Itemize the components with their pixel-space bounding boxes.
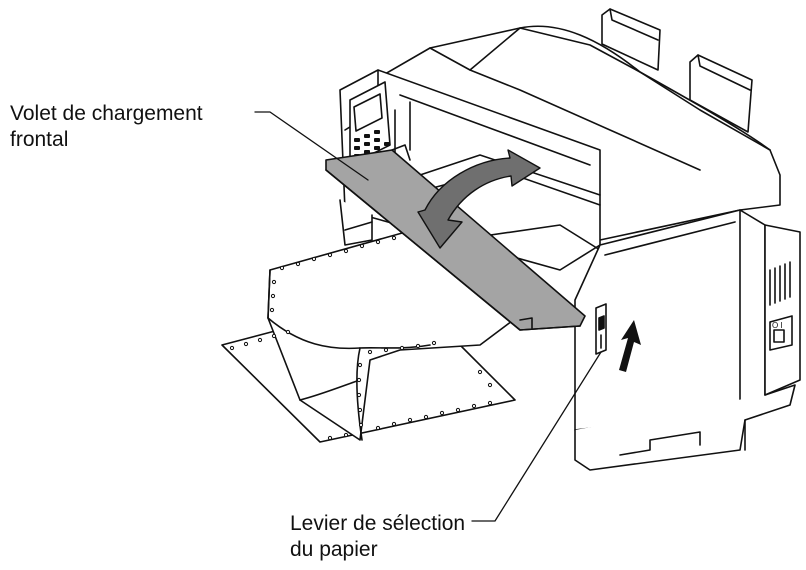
rotate-down-arrow-icon	[417, 149, 541, 249]
continuous-paper	[221, 227, 521, 443]
paper-select-lever-label-line1: Levier de sélection	[290, 512, 466, 535]
power-switch-marks: O I	[772, 321, 783, 330]
paper-tray-right	[689, 54, 753, 133]
up-arrow-icon	[619, 320, 641, 372]
leader-line-lever	[471, 351, 602, 522]
lcd-display	[353, 93, 383, 132]
control-panel	[349, 81, 391, 166]
leader-line-front-door	[254, 111, 369, 181]
front-loading-door-label-line1: Volet de chargement	[10, 102, 203, 125]
vent-grille	[769, 261, 791, 306]
front-loading-door-label: Volet de chargement frontal	[10, 101, 203, 153]
front-loading-door-label-line2: frontal	[10, 128, 69, 151]
paper-select-lever-label: Levier de sélection du papier	[290, 511, 465, 563]
paper-tray-left	[601, 8, 661, 71]
front-loading-door	[325, 144, 586, 331]
paper-select-lever	[595, 303, 607, 355]
paper-select-lever-label-line2: du papier	[290, 538, 378, 561]
